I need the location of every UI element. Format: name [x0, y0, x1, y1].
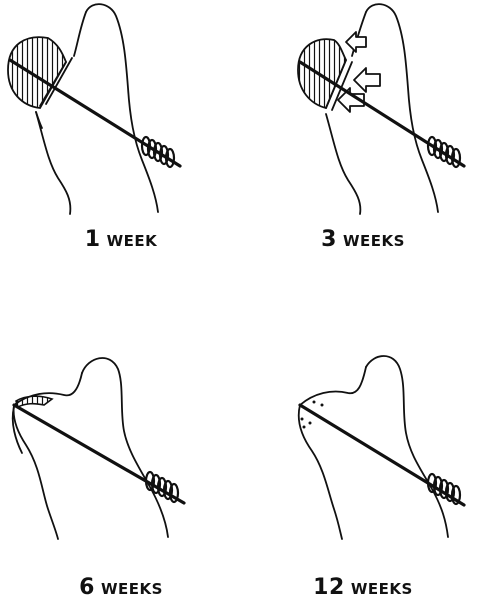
panel-6-weeks: 6 WEEKS [0, 301, 242, 602]
bone-outline-lower [74, 12, 86, 56]
caption-3-weeks: 3 WEEKS [242, 229, 484, 251]
bone-diagram-1-week [0, 0, 242, 240]
caption-12-weeks: 12 WEEKS [242, 577, 484, 599]
arrow-icon [354, 68, 380, 92]
bone-diagram-3-weeks [242, 0, 484, 240]
hatched-remnant [16, 396, 52, 407]
panel-1-week: 1 WEEK [0, 0, 242, 301]
caption-1-week: 1 WEEK [0, 229, 242, 251]
caption-number: 6 [79, 575, 95, 600]
bone-outline [86, 4, 158, 212]
caption-unit: WEEKS [343, 232, 405, 250]
bone-outline-top [300, 367, 366, 405]
caption-unit: WEEK [107, 232, 158, 250]
caption-6-weeks: 6 WEEKS [0, 577, 242, 599]
bone-diagram-6-weeks [0, 301, 242, 541]
arrow-icon [346, 32, 366, 52]
panel-12-weeks: 12 WEEKS [242, 301, 484, 602]
bone-outline [366, 4, 438, 212]
hatched-fragment [298, 39, 346, 108]
hatched-fragment [8, 37, 66, 108]
bone-outline-left [326, 114, 360, 214]
bone-outline [366, 356, 448, 537]
caption-unit: WEEKS [101, 580, 163, 598]
caption-unit: WEEKS [351, 580, 413, 598]
bone-diagram-12-weeks [242, 301, 484, 541]
panel-3-weeks: 3 WEEKS [242, 0, 484, 301]
caption-number: 12 [313, 575, 345, 600]
remodeling-dots [301, 401, 324, 429]
bone-outline [82, 358, 168, 537]
caption-number: 1 [85, 227, 101, 252]
caption-number: 3 [321, 227, 337, 252]
